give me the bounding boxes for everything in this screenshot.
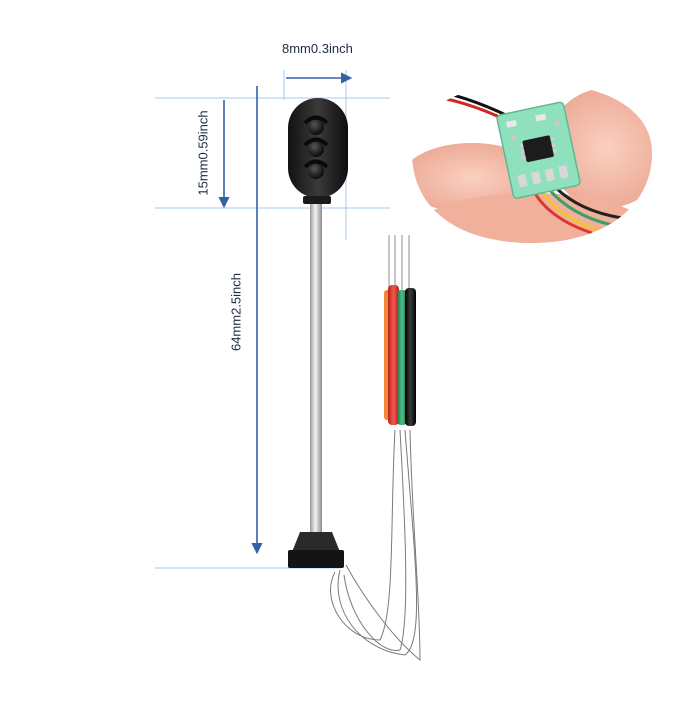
signal-base	[288, 532, 344, 568]
signal-head	[288, 98, 348, 204]
wire-sleeve-green	[397, 290, 407, 425]
signal-lens-middle	[303, 137, 329, 157]
signal-lens-top	[303, 115, 329, 135]
signal-pole	[310, 204, 322, 534]
head-height-dimension-label: 15mm0.59inch	[195, 110, 211, 196]
width-dimension-label: 8mm0.3inch	[282, 41, 353, 56]
total-height-dimension-label: 64mm2.5inch	[228, 272, 244, 352]
dimension-guides	[155, 70, 390, 569]
circuit-board-photo	[412, 83, 652, 243]
signal-lens-bottom	[303, 159, 329, 179]
dimension-arrows	[218, 72, 353, 555]
wire-sleeve-black	[405, 288, 416, 426]
circuit-board-icon	[412, 83, 652, 243]
wire-sleeve-red	[388, 285, 399, 425]
signal-leads	[384, 235, 416, 426]
signal-wires-thin	[330, 429, 421, 662]
